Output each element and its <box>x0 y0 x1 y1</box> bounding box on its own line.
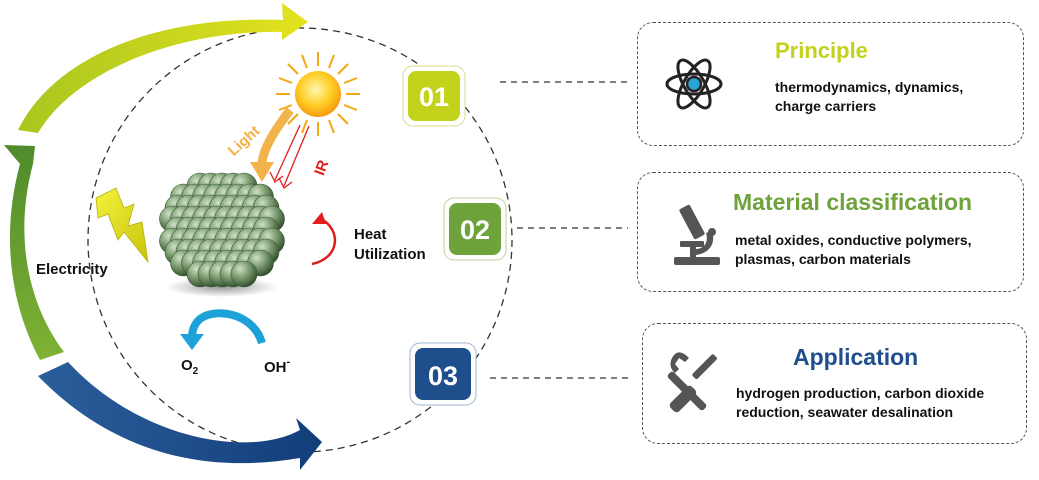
ir-label: IR <box>311 158 332 178</box>
badge-03: 03 <box>409 342 477 406</box>
card-desc-principle: thermodynamics, dynamics, charge carrier… <box>775 78 963 116</box>
card-material-classification: Material classification metal oxides, co… <box>637 172 1024 292</box>
card-title-principle: Principle <box>775 38 868 63</box>
cycle-arrow-left <box>4 145 64 360</box>
light-label: Light <box>225 122 264 159</box>
o2-main: O <box>181 357 193 374</box>
heat-label-line2: Utilization <box>354 246 426 263</box>
card-desc-line: charge carriers <box>775 98 877 114</box>
sun-icon <box>276 52 360 136</box>
tools-icon <box>667 352 717 413</box>
ir-arrows <box>269 124 310 189</box>
o2-subscript: 2 <box>193 366 199 377</box>
oh-superscript: - <box>287 356 291 368</box>
microscope-icon <box>674 204 720 265</box>
cycle-arrow-bottom <box>38 362 322 470</box>
atom-icon <box>665 58 723 110</box>
card-desc-material-classification: metal oxides, conductive polymers, plasm… <box>735 231 972 269</box>
badge-03-label: 03 <box>428 361 458 391</box>
badge-02-label: 02 <box>460 215 490 245</box>
card-desc-line: reduction, seawater desalination <box>736 404 954 420</box>
o2-label: O2 <box>181 357 199 377</box>
badge-02: 02 <box>443 197 507 261</box>
badge-01-label: 01 <box>419 82 449 112</box>
reaction-arrow <box>188 309 266 345</box>
card-principle: Principle thermodynamics, dynamics, char… <box>637 22 1024 146</box>
card-desc-application: hydrogen production, carbon dioxide redu… <box>736 384 984 422</box>
dashed-circle <box>87 27 513 453</box>
card-title-material-classification: Material classification <box>733 189 973 215</box>
lightning-bolt-icon <box>95 187 149 264</box>
oh-label: OH- <box>264 356 291 376</box>
cycle-arrow-top <box>18 3 308 133</box>
oh-main: OH <box>264 359 287 376</box>
card-application: Application hydrogen production, carbon … <box>642 323 1027 444</box>
light-arrow <box>257 107 294 166</box>
card-title-application: Application <box>793 344 919 370</box>
badge-01: 01 <box>402 65 466 127</box>
heat-label-line1: Heat <box>354 226 387 243</box>
card-desc-line: metal oxides, conductive polymers, <box>735 232 972 248</box>
electricity-label: Electricity <box>36 261 108 278</box>
heat-arrow <box>311 216 337 266</box>
card-desc-line: hydrogen production, carbon dioxide <box>736 385 985 401</box>
nanoparticle-cluster <box>159 172 285 297</box>
nanoparticle-sphere <box>230 260 258 288</box>
card-desc-line: plasmas, carbon materials <box>735 251 911 267</box>
card-desc-line: thermodynamics, dynamics, <box>775 79 964 95</box>
